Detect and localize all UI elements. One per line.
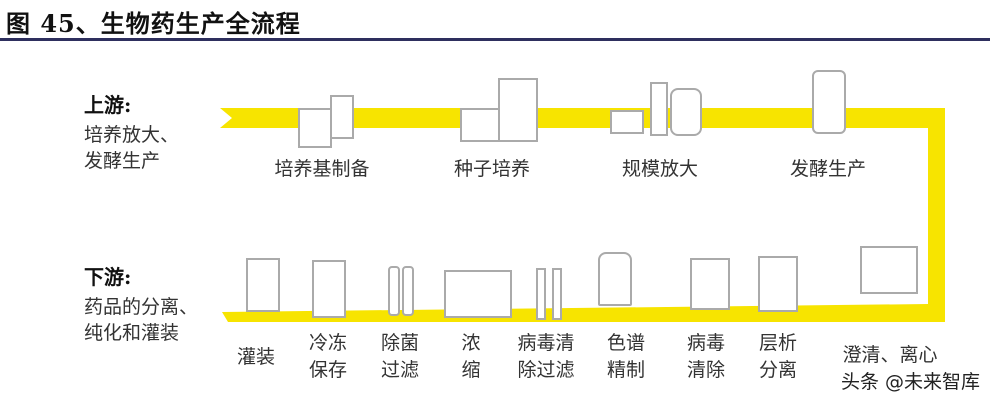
downstream-step: 冷冻保存 bbox=[298, 330, 358, 384]
step-line: 过滤 bbox=[380, 359, 419, 381]
chromatography-column-icon bbox=[598, 252, 632, 306]
media-prep-equipment-icon bbox=[298, 108, 332, 148]
downstream-step: 灌装 bbox=[226, 344, 286, 371]
step-line: 病毒清 bbox=[517, 332, 575, 354]
fermenter-icon bbox=[812, 70, 846, 134]
upstream-step: 培养基制备 bbox=[274, 158, 370, 180]
downstream-step: 浓缩 bbox=[446, 330, 496, 384]
downstream-desc-1: 药品的分离、 bbox=[84, 296, 199, 318]
downstream-step: 层析分离 bbox=[748, 330, 808, 384]
step-line: 除过滤 bbox=[517, 359, 575, 381]
step-line: 病毒 bbox=[686, 332, 725, 354]
centrifuge-icon bbox=[860, 246, 918, 294]
step-line: 浓 bbox=[461, 332, 481, 354]
virus-removal-equipment-icon bbox=[690, 258, 730, 310]
downstream-step: 色谱精制 bbox=[596, 330, 656, 384]
figure-title: 图 45、生物药生产全流程 bbox=[6, 9, 301, 38]
upstream-step: 规模放大 bbox=[621, 158, 698, 180]
scale-up-equipment-icon bbox=[610, 110, 644, 134]
filter-icon bbox=[402, 266, 414, 316]
scale-up-equipment-icon bbox=[650, 82, 668, 136]
step-line: 分离 bbox=[758, 359, 797, 381]
step-line: 冷冻 bbox=[308, 332, 347, 354]
step-line: 清除 bbox=[686, 359, 725, 381]
step-line: 色谱 bbox=[606, 332, 645, 354]
step-line: 灌装 bbox=[236, 346, 275, 368]
virus-filter-icon bbox=[536, 268, 546, 320]
downstream-step: 病毒清除过滤 bbox=[506, 330, 586, 384]
downstream-heading: 下游: bbox=[84, 265, 132, 289]
upstream-desc-2: 发酵生产 bbox=[84, 150, 161, 172]
freezer-icon bbox=[312, 260, 346, 318]
upstream-heading: 上游: bbox=[84, 93, 132, 117]
virus-filter-icon bbox=[552, 268, 562, 320]
scale-up-equipment-icon bbox=[670, 88, 702, 136]
step-line: 精制 bbox=[606, 359, 645, 381]
step-line: 层析 bbox=[758, 332, 797, 354]
step-line: 缩 bbox=[461, 359, 481, 381]
upstream-step: 种子培养 bbox=[453, 158, 530, 180]
filter-icon bbox=[388, 266, 400, 316]
downstream-desc-2: 纯化和灌装 bbox=[84, 322, 180, 344]
downstream-step: 病毒清除 bbox=[676, 330, 736, 384]
step-line: 澄清、离心 bbox=[842, 344, 938, 366]
seed-culture-equipment-icon bbox=[498, 78, 538, 142]
upstream-step: 发酵生产 bbox=[789, 158, 866, 180]
downstream-step: 除菌过滤 bbox=[370, 330, 430, 384]
filling-equipment-icon bbox=[246, 258, 280, 312]
upstream-desc-1: 培养放大、 bbox=[84, 124, 180, 146]
watermark: 头条 @未来智库 bbox=[840, 371, 980, 393]
step-line: 保存 bbox=[308, 359, 347, 381]
downstream-step: 澄清、离心 bbox=[828, 342, 952, 369]
media-prep-equipment-icon bbox=[330, 95, 354, 139]
chromatography-system-icon bbox=[758, 256, 798, 312]
title-rule bbox=[0, 38, 990, 41]
step-line: 除菌 bbox=[380, 332, 419, 354]
concentrator-icon bbox=[444, 270, 512, 318]
